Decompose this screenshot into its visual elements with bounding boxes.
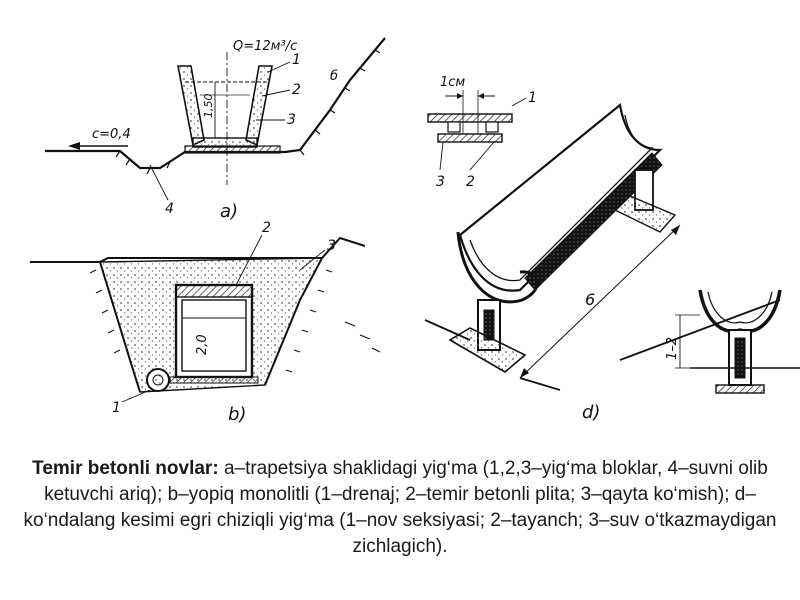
flow-label-left: c=0,4 [92, 127, 131, 142]
leader-1a [267, 61, 291, 73]
flume-outer-wall [524, 152, 663, 291]
panel-label-d: d) [582, 402, 600, 423]
panel-a: 1,50 c=0,4 Q=12м³/c 1 2 3 4 б a) [45, 37, 386, 222]
terrain-hatch [115, 49, 381, 175]
length-dimension [519, 224, 681, 379]
flume-end-profile [456, 231, 539, 304]
caption-text: a–trapetsiya shaklidagi yig‘ma (1,2,3–yi… [23, 458, 777, 557]
support-base-front [448, 327, 527, 373]
trench-hatch [89, 269, 381, 373]
callout-b-1: 1 [112, 400, 121, 416]
depth-label-b: 2,0 [195, 334, 210, 355]
leader-3b [299, 249, 326, 271]
flow-label-top: Q=12м³/c [233, 39, 297, 54]
flow-arrowhead-left [68, 142, 80, 150]
panel-label-b: b) [228, 404, 246, 425]
callout-a-b: б [330, 69, 338, 84]
callout-a-2: 2 [292, 82, 301, 98]
callout-a-1: 1 [292, 52, 301, 68]
dimension-height: 1–2 [665, 337, 680, 360]
callout-a-3: 3 [287, 112, 296, 128]
joint-section [427, 113, 513, 123]
panel-label-a: a) [220, 201, 238, 222]
leader-1b [121, 389, 151, 403]
joint-support [437, 133, 503, 143]
joint-seal-left [447, 121, 461, 133]
dimension-small: 1см [440, 75, 465, 90]
caption-title: Temir betonli novlar: [32, 458, 219, 479]
callout-b-3: 3 [327, 238, 336, 254]
block-left [177, 65, 205, 147]
closed-channel [174, 283, 254, 379]
depth-label-a: 1,50 [202, 94, 215, 119]
leader-2a [261, 89, 291, 97]
support-base-back [613, 195, 677, 233]
joint-detail: 1см 1 2 3 [427, 75, 537, 190]
callout-b-2: 2 [262, 220, 271, 236]
trench-walls [99, 257, 323, 393]
channel-inner [181, 299, 247, 372]
dimension-length: 6 [585, 290, 595, 309]
leader-4a [149, 164, 169, 201]
callout-d-1: 1 [528, 90, 537, 106]
callout-d-2: 2 [466, 174, 475, 190]
channel-base [169, 376, 259, 384]
block-right [245, 65, 273, 147]
panel-d: 1см 1 2 3 6 [424, 75, 800, 423]
figure-caption: Temir betonli novlar: a–trapetsiya shakl… [10, 456, 790, 560]
callout-a-4: 4 [165, 201, 174, 217]
cross-section-d: 1–2 [665, 289, 800, 394]
footing-cross-section [715, 384, 765, 394]
joint-seal-right [485, 121, 499, 133]
panel-b: 2,0 1 2 3 b) [30, 220, 381, 425]
leader-2b [235, 234, 263, 286]
block-bottom [192, 137, 258, 148]
ground-line [30, 236, 366, 263]
callout-d-3: 3 [436, 174, 445, 190]
concrete-slab [175, 284, 253, 298]
